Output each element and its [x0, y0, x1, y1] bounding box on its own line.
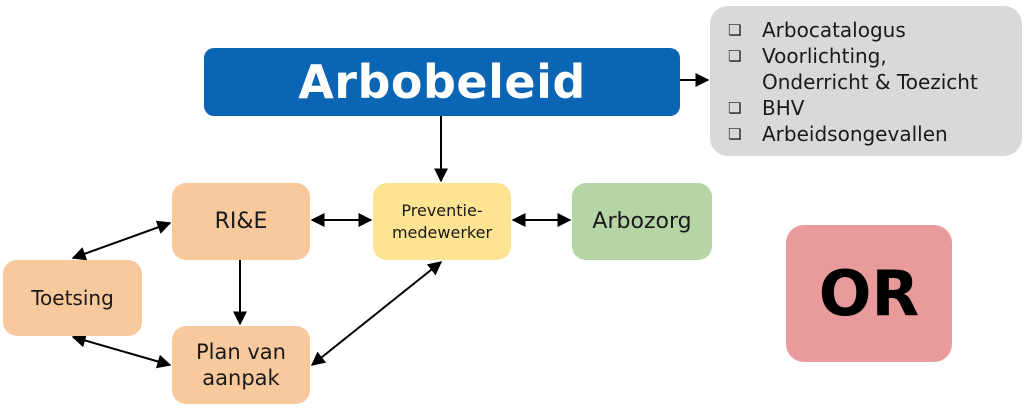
- node-plan-van-aanpak-label: Plan van aanpak: [196, 340, 286, 390]
- checkbox-icon: ❏: [728, 99, 742, 117]
- checkbox-icon: ❏: [728, 47, 742, 65]
- checklist-item: ❏ Arbocatalogus: [728, 17, 1012, 43]
- edge-plan-preventiemedewerker: [310, 261, 443, 366]
- node-arbozorg-label: Arbozorg: [592, 209, 692, 234]
- node-rie-label: RI&E: [214, 209, 268, 234]
- node-toetsing-label: Toetsing: [31, 286, 114, 310]
- node-preventiemedewerker: Preventie- medewerker: [373, 183, 511, 260]
- node-or-label: OR: [818, 257, 920, 330]
- checklist-item: ❏ Voorlichting, Onderricht & Toezicht: [728, 43, 1012, 95]
- node-plan-van-aanpak: Plan van aanpak: [172, 326, 310, 404]
- checklist-item-label: Arbeidsongevallen: [762, 122, 948, 146]
- checklist-item-label: BHV: [762, 96, 805, 120]
- edge-toetsing-rie: [71, 220, 172, 261]
- node-rie: RI&E: [172, 183, 310, 260]
- node-arbobeleid-label: Arbobeleid: [298, 55, 586, 109]
- checkbox-icon: ❏: [728, 21, 742, 39]
- checklist-item-label: Voorlichting, Onderricht & Toezicht: [762, 44, 978, 94]
- checkbox-icon: ❏: [728, 125, 742, 143]
- node-arbobeleid: Arbobeleid: [204, 48, 680, 116]
- checklist-item-label: Arbocatalogus: [762, 18, 906, 42]
- node-arbozorg: Arbozorg: [572, 183, 712, 260]
- checklist-box: ❏ Arbocatalogus ❏ Voorlichting, Onderric…: [710, 6, 1022, 156]
- node-preventiemedewerker-label: Preventie- medewerker: [391, 200, 493, 242]
- node-toetsing: Toetsing: [3, 260, 142, 336]
- edge-toetsing-plan: [71, 333, 172, 369]
- checklist-item: ❏ Arbeidsongevallen: [728, 121, 1012, 147]
- checklist-item: ❏ BHV: [728, 95, 1012, 121]
- node-or: OR: [786, 225, 952, 362]
